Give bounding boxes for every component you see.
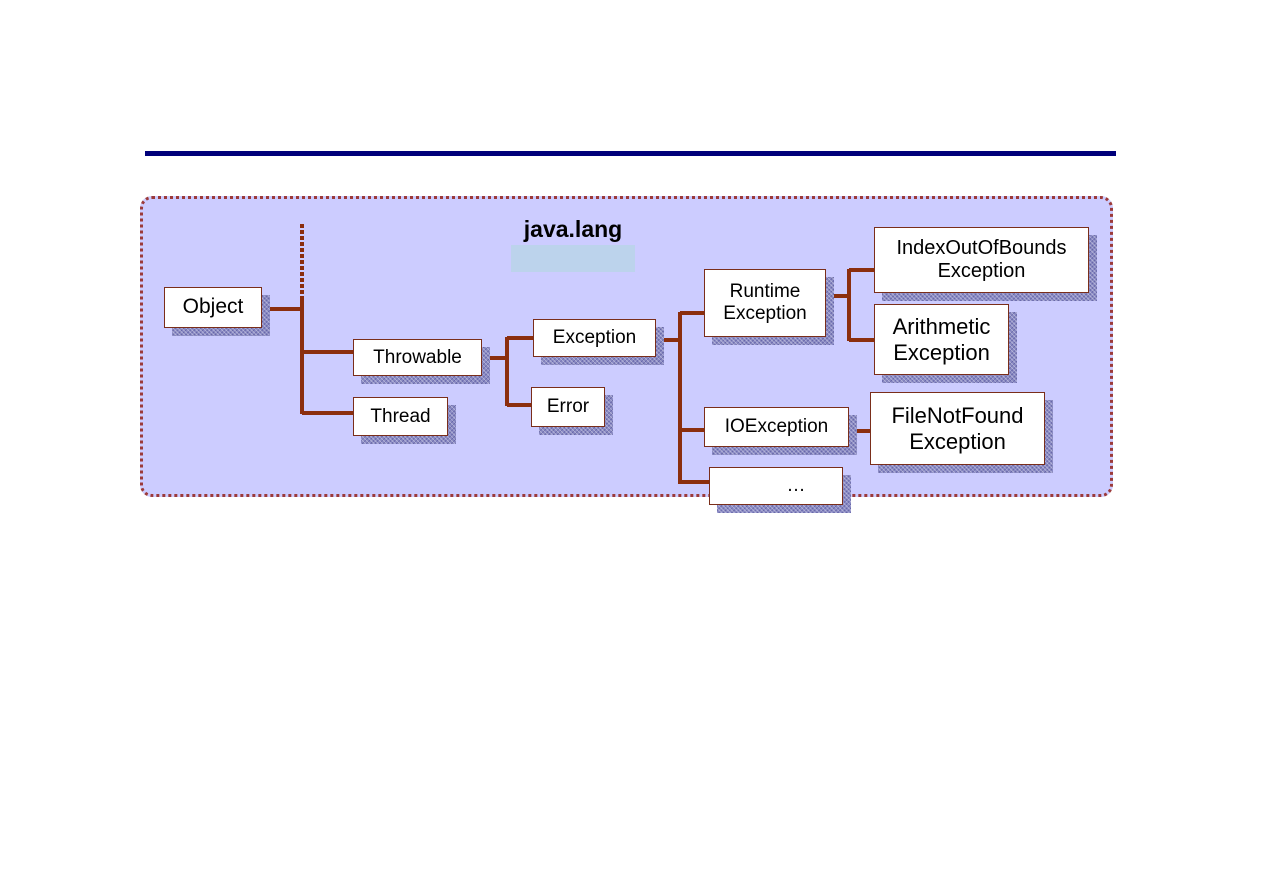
class-node-more[interactable]: …	[709, 467, 851, 513]
node-box: FileNotFound Exception	[870, 392, 1045, 465]
node-box: IndexOutOfBounds Exception	[874, 227, 1089, 293]
class-node-arithmetic-exception[interactable]: Arithmetic Exception	[874, 304, 1017, 383]
node-box: Runtime Exception	[704, 269, 826, 337]
node-box: Arithmetic Exception	[874, 304, 1009, 375]
class-node-runtime-exception[interactable]: Runtime Exception	[704, 269, 834, 345]
class-label-line-2: Exception	[723, 303, 807, 324]
class-node-error[interactable]: Error	[531, 387, 613, 435]
class-label: …	[786, 475, 806, 497]
node-box: …	[709, 467, 843, 505]
class-label: IOException	[724, 416, 829, 438]
class-label-line-2: Exception	[909, 428, 1006, 454]
class-node-index-out-of-bounds-exception[interactable]: IndexOutOfBounds Exception	[874, 227, 1097, 301]
node-box: Exception	[533, 319, 656, 357]
class-label-line-2: Exception	[893, 339, 990, 365]
class-node-exception[interactable]: Exception	[533, 319, 664, 365]
class-label: Thread	[370, 405, 431, 427]
class-label: Error	[546, 396, 590, 418]
node-box: Object	[164, 287, 262, 328]
class-label-line-1: Runtime	[729, 281, 801, 303]
node-box: Throwable	[353, 339, 482, 376]
node-box: IOException	[704, 407, 849, 447]
class-label-line-1: Arithmetic	[892, 314, 991, 340]
class-label-line-1: IndexOutOfBounds	[896, 237, 1067, 259]
node-box: Thread	[353, 397, 448, 436]
class-node-file-not-found-exception[interactable]: FileNotFound Exception	[870, 392, 1053, 473]
class-node-throwable[interactable]: Throwable	[353, 339, 490, 384]
class-label: Exception	[552, 327, 637, 349]
class-node-io-exception[interactable]: IOException	[704, 407, 857, 455]
class-label: Throwable	[373, 346, 462, 368]
class-node-thread[interactable]: Thread	[353, 397, 456, 444]
title-rule	[145, 151, 1116, 156]
class-node-object[interactable]: Object	[164, 287, 270, 336]
package-title-band	[511, 245, 635, 272]
class-label-line-1: FileNotFound	[891, 403, 1024, 429]
class-label-line-2: Exception	[937, 260, 1026, 282]
class-label: Object	[182, 295, 244, 319]
package-name: java.lang	[523, 216, 623, 242]
package-title: java.lang	[511, 213, 635, 272]
node-box: Error	[531, 387, 605, 427]
